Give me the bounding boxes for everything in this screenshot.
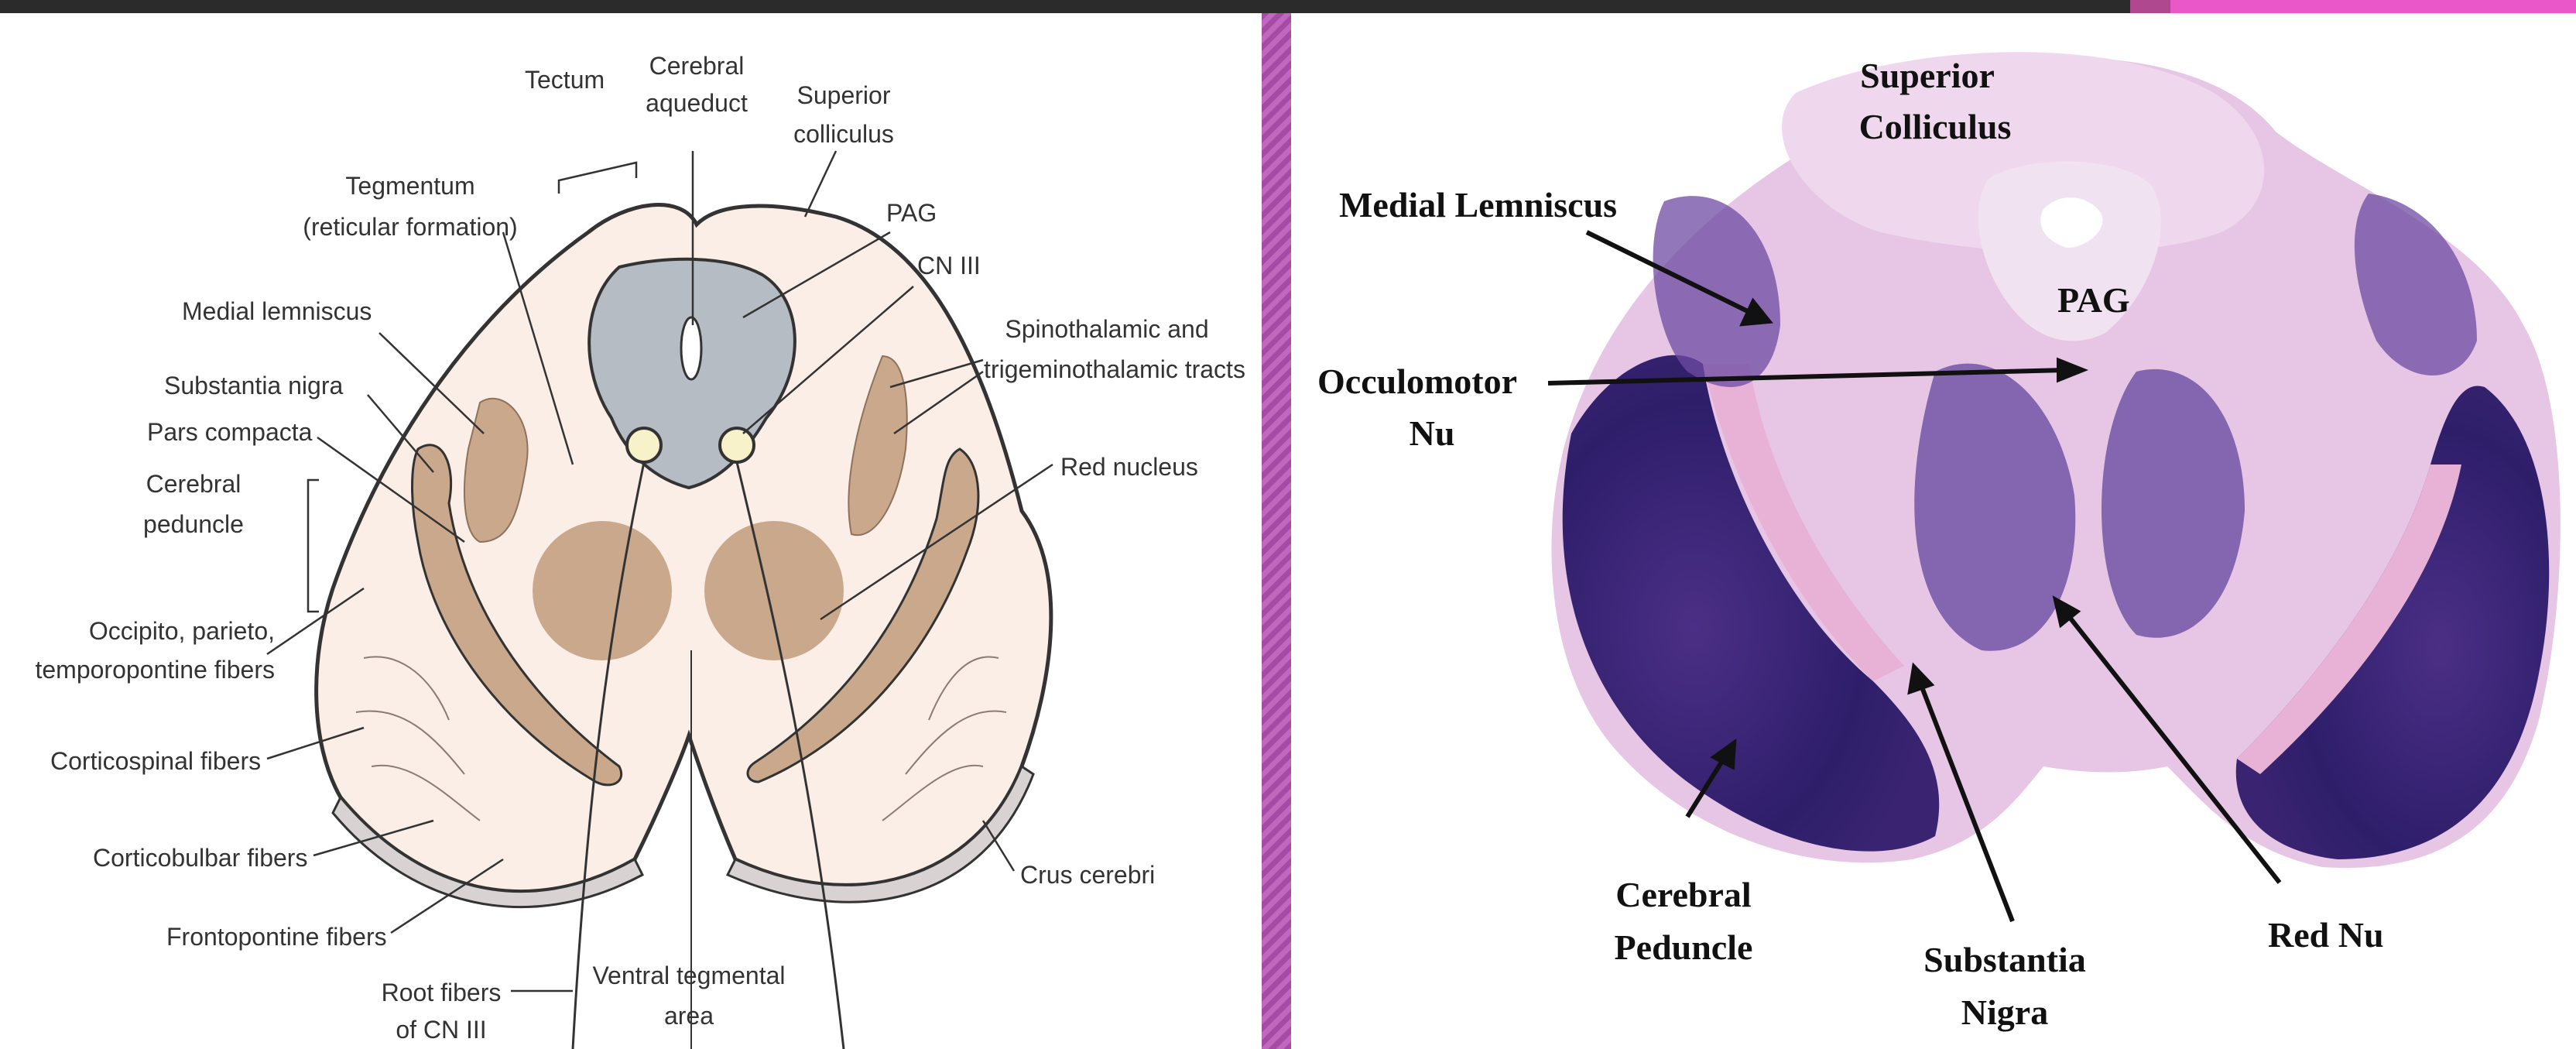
cerebral-peduncle-left xyxy=(1562,355,1940,852)
label-spinothalamic-1: Spinothalamic and xyxy=(1005,315,1209,343)
label-cerebral-aqueduct-1: Cerebral xyxy=(649,52,745,80)
label-superior-colliculus-2: Colliculus xyxy=(1858,107,2012,146)
label-vta-2: area xyxy=(663,1002,714,1030)
label-cerebral-peduncle-2: Peduncle xyxy=(1614,927,1753,967)
label-occipito-2: temporopontine fibers xyxy=(35,656,275,684)
label-corticospinal: Corticospinal fibers xyxy=(50,747,262,775)
slide-divider xyxy=(1262,13,1291,1049)
label-superior-colliculus-1: Superior xyxy=(796,81,891,109)
aqueduct-opening xyxy=(2040,197,2103,248)
red-nucleus-right xyxy=(704,521,844,660)
label-occipito-1: Occipito, parieto, xyxy=(88,617,275,645)
red-nucleus-left xyxy=(533,521,672,660)
label-substantia-nigra-2: Nigra xyxy=(1961,992,2049,1032)
label-occulomotor-1: Occulomotor xyxy=(1317,362,1518,401)
label-cn3: CN III xyxy=(917,252,981,279)
midbrain-schematic-diagram xyxy=(266,150,1053,1049)
cn3-root-fiber-right xyxy=(735,461,845,1049)
cn3-root-fiber-left xyxy=(571,461,646,1049)
label-frontopontine: Frontopontine fibers xyxy=(166,923,387,951)
medial-lemniscus-left xyxy=(464,397,529,543)
label-tectum: Tectum xyxy=(525,66,605,94)
substantia-nigra-left xyxy=(411,444,623,787)
label-pars-compacta: Pars compacta xyxy=(147,418,313,446)
label-cerebral-peduncle-1: Cerebral xyxy=(1615,875,1752,914)
label-occulomotor-2: Nu xyxy=(1409,413,1455,453)
label-medial-lemniscus: Medial Lemniscus xyxy=(1339,185,1618,225)
label-crus-cerebri: Crus cerebri xyxy=(1020,861,1156,889)
label-root-fibers-1: Root fibers xyxy=(381,979,502,1006)
medial-lemniscus-right xyxy=(848,355,908,536)
label-tegmentum-2: (reticular formation) xyxy=(303,213,518,241)
label-pag: PAG xyxy=(2057,280,2130,320)
crus-band-left xyxy=(331,795,644,909)
label-root-fibers-2: of CN III xyxy=(396,1016,487,1044)
label-corticobulbar: Corticobulbar fibers xyxy=(93,844,308,872)
label-superior-colliculus-2: colliculus xyxy=(793,120,894,148)
label-medial-lemniscus: Medial lemniscus xyxy=(182,297,372,325)
label-cerebral-peduncle-1: Cerebral xyxy=(146,470,242,498)
top-bar xyxy=(0,0,2576,13)
label-spinothalamic-2: trigeminothalamic tracts xyxy=(984,355,1245,383)
label-pag: PAG xyxy=(886,199,937,227)
crus-band-right xyxy=(725,764,1035,903)
label-substantia-nigra: Substantia nigra xyxy=(164,372,344,399)
label-red-nu: Red Nu xyxy=(2268,915,2384,955)
label-tegmentum-1: Tegmentum xyxy=(345,172,475,200)
label-substantia-nigra-1: Substantia xyxy=(1923,940,2086,979)
label-cerebral-peduncle-2: peduncle xyxy=(143,510,244,538)
substantia-nigra-right xyxy=(746,447,980,783)
cerebral-aqueduct xyxy=(680,316,703,381)
top-bar-accent xyxy=(2130,0,2170,13)
label-cerebral-aqueduct-2: aqueduct xyxy=(646,89,748,117)
label-red-nucleus: Red nucleus xyxy=(1060,453,1198,481)
top-bar-accent-pink xyxy=(2170,0,2576,13)
label-superior-colliculus-1: Superior xyxy=(1860,56,1995,95)
label-vta-1: Ventral tegmental xyxy=(592,962,786,989)
